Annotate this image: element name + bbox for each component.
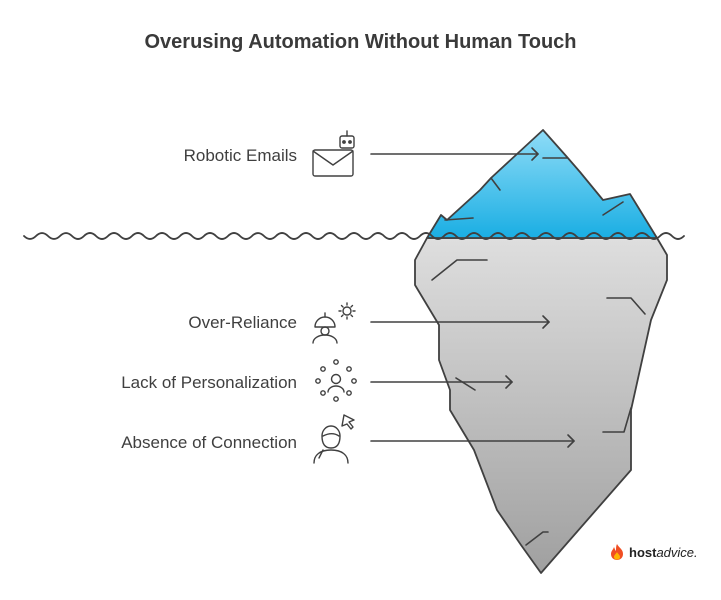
iceberg-tip <box>426 129 658 239</box>
iceberg-body <box>414 237 668 574</box>
brand-advice-text: advice. <box>656 544 698 560</box>
arrow-absence-of-connection <box>370 434 575 448</box>
arrow-over-reliance <box>370 315 550 329</box>
diagram-title: Overusing Automation Without Human Touch <box>144 31 577 53</box>
brand-host-text: host <box>629 544 657 560</box>
item-label-absence-of-connection: Absence of Connection <box>121 433 297 452</box>
person-circle-dots-icon <box>315 359 357 402</box>
robot-email-icon <box>312 130 355 177</box>
body-crevice-5 <box>525 531 549 546</box>
body-crevice-3 <box>455 377 476 391</box>
hostadvice-logo: hostadvice. <box>609 542 698 562</box>
flame-logo-icon <box>611 544 623 560</box>
person-cursor-icon <box>313 414 355 464</box>
tip-crevice-2 <box>490 177 501 191</box>
arrow-lack-of-personalization <box>370 375 513 389</box>
body-crevice-4 <box>602 407 632 433</box>
body-crevice-2 <box>606 297 646 315</box>
tip-crevice-1 <box>444 217 474 221</box>
item-label-over-reliance: Over-Reliance <box>188 313 297 332</box>
tip-crevice-4 <box>602 201 624 216</box>
water-line <box>23 232 685 240</box>
arrow-robotic-emails <box>370 147 539 161</box>
body-crevice-1 <box>431 259 488 281</box>
item-label-robotic-emails: Robotic Emails <box>184 146 297 165</box>
item-label-lack-of-personalization: Lack of Personalization <box>121 373 297 392</box>
worker-gear-icon <box>312 302 356 344</box>
